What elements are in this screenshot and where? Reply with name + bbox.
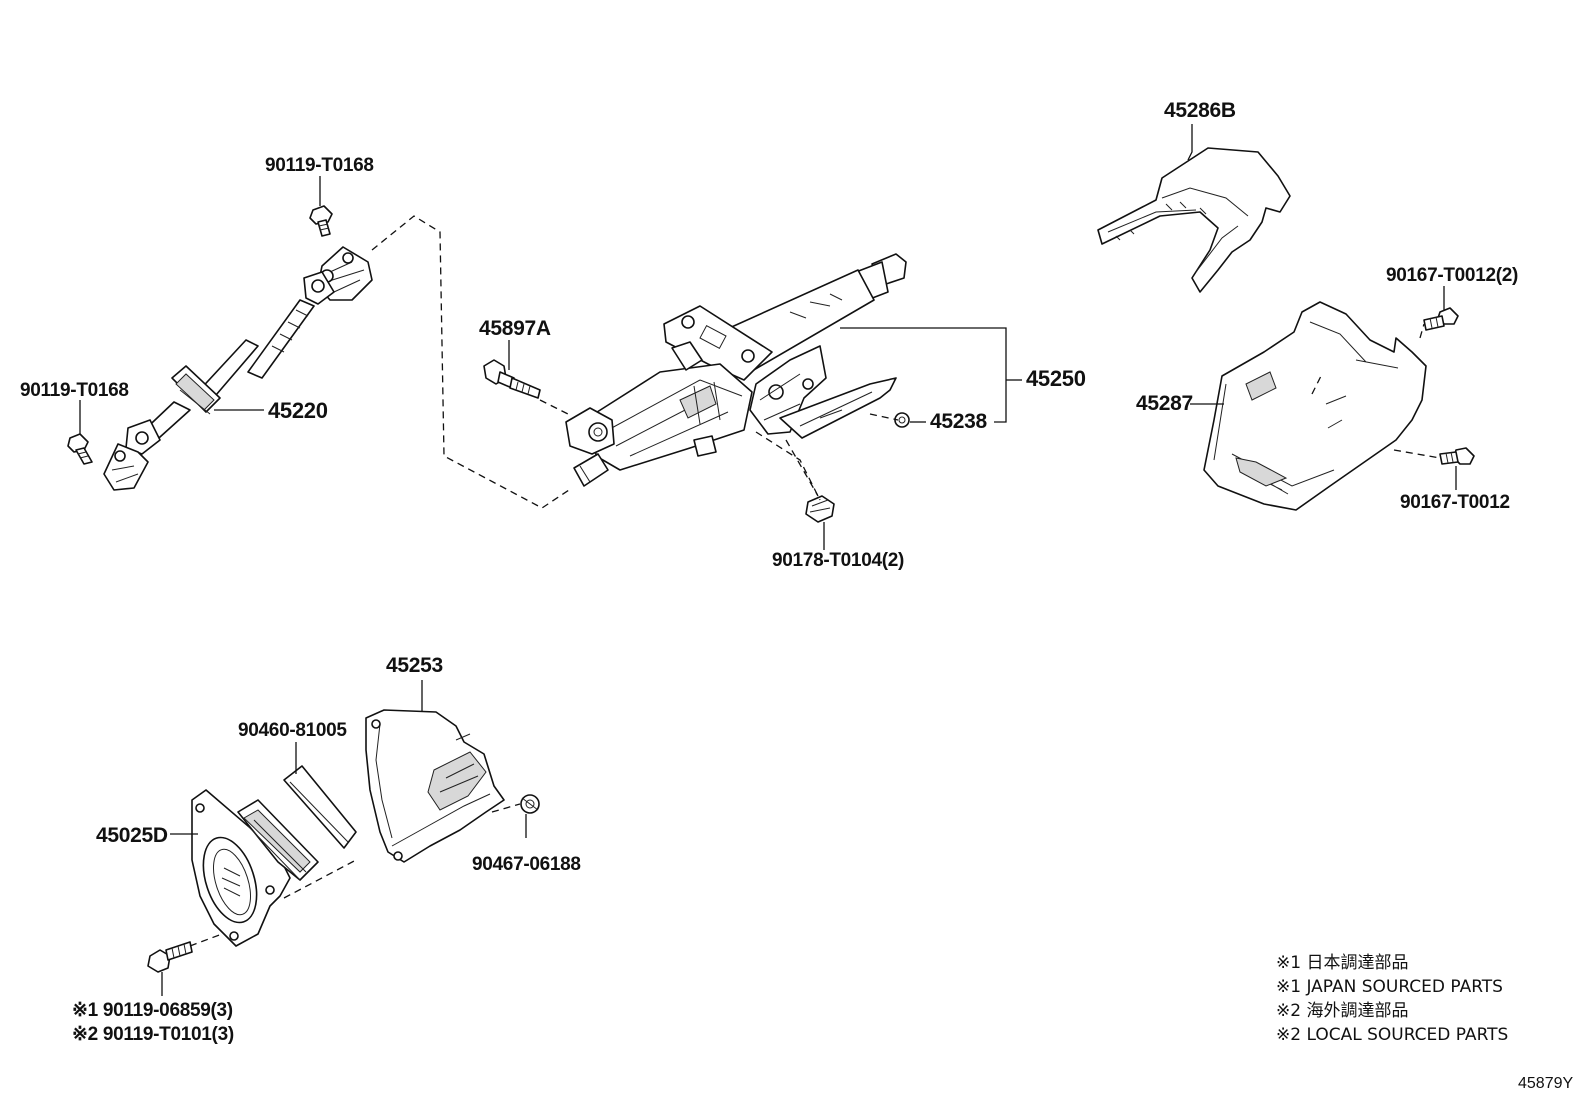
steering-column-45250[interactable] bbox=[565, 253, 907, 487]
label-nut-45238: 45238 bbox=[930, 410, 988, 433]
label-seal: 90460-81005 bbox=[238, 720, 347, 741]
column-cover-upper-45286b[interactable] bbox=[1097, 147, 1291, 293]
label-nut-bottom: 90178-T0104(2) bbox=[772, 550, 904, 571]
hole-cover-45025d[interactable] bbox=[191, 789, 319, 947]
diagram-reference-number: 45879Y bbox=[1518, 1075, 1573, 1092]
clip-90467-06188[interactable] bbox=[520, 794, 540, 814]
label-bolt-japan: ※1 90119-06859(3) bbox=[72, 1000, 233, 1021]
note-local-jp: ※2 海外調達部品 bbox=[1276, 1001, 1408, 1021]
leader-lines bbox=[79, 124, 1457, 996]
intermediate-shaft-45220[interactable] bbox=[103, 246, 373, 491]
column-hole-cover-45253[interactable] bbox=[365, 709, 505, 863]
label-shaft: 45220 bbox=[268, 398, 328, 423]
bolt-45897a[interactable] bbox=[483, 359, 541, 399]
label-screw-upper: 90167-T0012(2) bbox=[1386, 265, 1518, 286]
label-cover-upper: 45286B bbox=[1164, 99, 1236, 122]
label-bolt-45897a: 45897A bbox=[479, 317, 551, 340]
label-hole-cover: 45025D bbox=[96, 824, 168, 847]
bolt-90119-06859[interactable] bbox=[147, 941, 193, 973]
label-screw-lower: 90167-T0012 bbox=[1400, 492, 1510, 513]
nut-90178-t0104[interactable] bbox=[805, 495, 835, 523]
label-cover-45253: 45253 bbox=[386, 654, 443, 677]
sourcing-notes: ※1 日本調達部品 ※1 JAPAN SOURCED PARTS ※2 海外調達… bbox=[1276, 953, 1508, 1045]
label-cover-lower: 45287 bbox=[1136, 392, 1193, 415]
part-labels: 90119-T0168 90119-T0168 45220 45897A 452… bbox=[20, 99, 1518, 1045]
screw-90167-t0012-lower[interactable] bbox=[1439, 447, 1475, 465]
label-bolt-left: 90119-T0168 bbox=[20, 380, 129, 401]
note-japan-en: ※1 JAPAN SOURCED PARTS bbox=[1276, 977, 1503, 997]
label-clip: 90467-06188 bbox=[472, 854, 581, 875]
note-japan-jp: ※1 日本調達部品 bbox=[1276, 953, 1408, 973]
label-column: 45250 bbox=[1026, 366, 1086, 391]
nut-45238[interactable] bbox=[894, 412, 910, 428]
label-bolt-local: ※2 90119-T0101(3) bbox=[72, 1024, 234, 1045]
bolt-90119-t0168-left[interactable] bbox=[67, 433, 93, 465]
label-bolt-top: 90119-T0168 bbox=[265, 155, 374, 176]
column-cover-lower-45287[interactable] bbox=[1203, 301, 1427, 511]
bolt-90119-t0168-top[interactable] bbox=[309, 205, 333, 237]
note-local-en: ※2 LOCAL SOURCED PARTS bbox=[1276, 1025, 1508, 1045]
seal-90460-81005[interactable] bbox=[283, 765, 357, 849]
screw-90167-t0012-upper[interactable] bbox=[1423, 307, 1459, 331]
assembly-dashed-lines bbox=[189, 215, 1441, 947]
